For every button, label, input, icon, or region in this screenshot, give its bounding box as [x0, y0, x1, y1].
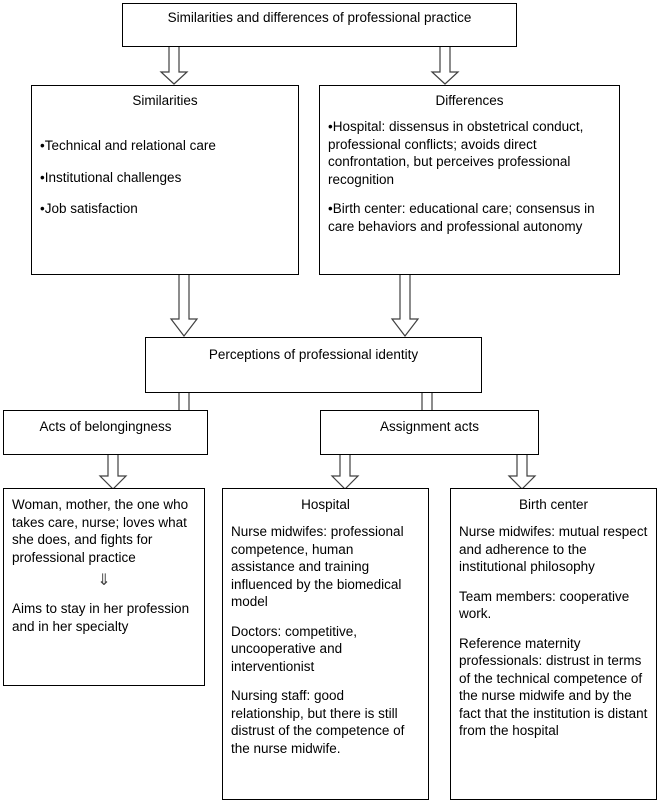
similarities-bullet-1: •Technical and relational care — [40, 138, 216, 153]
box-assignment-acts: Assignment acts — [320, 410, 539, 455]
box-birth-center-detail: Birth center Nurse midwifes: mutual resp… — [450, 488, 657, 800]
title-box-text: Similarities and differences of professi… — [167, 10, 472, 25]
box-belongingness-detail: Woman, mother, the one who takes care, n… — [3, 488, 205, 686]
hospital-paragraph-3: Nursing staff: good relationship, but th… — [231, 688, 405, 756]
box-acts-of-belongingness: Acts of belongingness — [3, 410, 208, 455]
differences-bullet-2: •Birth center: educational care; consens… — [328, 201, 595, 234]
arrow-assignment-to-birth-center — [505, 455, 539, 490]
arrow-belongingness-to-detail — [96, 455, 130, 490]
belongingness-paragraph-1: Woman, mother, the one who takes care, n… — [12, 497, 189, 565]
birth-center-paragraph-2: Team members: cooperative work. — [459, 588, 630, 622]
arrow-differences-to-perceptions — [388, 275, 422, 337]
box-title-similarities-differences: Similarities and differences of professi… — [122, 3, 517, 47]
birth-center-paragraph-1: Nurse midwifes: mutual respect and adher… — [459, 524, 648, 574]
acts-of-belongingness-title: Acts of belongingness — [39, 419, 172, 434]
box-similarities: Similarities •Technical and relational c… — [31, 85, 299, 275]
arrow-similarities-to-perceptions — [167, 275, 201, 337]
hospital-detail-body: Nurse midwifes: professional competence,… — [223, 513, 428, 757]
box-differences: Differences •Hospital: dissensus in obst… — [319, 85, 620, 275]
belongingness-paragraph-2: Aims to stay in her profession and in he… — [12, 601, 190, 634]
hospital-paragraph-2: Doctors: competitive, uncooperative and … — [231, 623, 358, 674]
belongingness-detail-body: Woman, mother, the one who takes care, n… — [4, 489, 204, 635]
perceptions-title: Perceptions of professional identity — [208, 347, 419, 362]
birth-center-paragraph-3: Reference maternity professionals: distr… — [459, 635, 648, 739]
double-down-arrow-icon: ⇓ — [97, 572, 111, 589]
similarities-bullet-2: •Institutional challenges — [40, 169, 182, 185]
assignment-acts-title: Assignment acts — [379, 419, 480, 434]
birth-center-detail-title: Birth center — [518, 497, 589, 512]
differences-bullet-1: •Hospital: dissensus in obstetrical cond… — [328, 119, 584, 187]
similarities-bullet-3: •Job satisfaction — [40, 201, 138, 216]
differences-title: Differences — [435, 93, 504, 108]
arrow-title-to-differences — [428, 47, 462, 85]
box-hospital-detail: Hospital Nurse midwifes: professional co… — [222, 488, 429, 800]
arrow-title-to-similarities — [157, 47, 191, 85]
differences-bullets: •Hospital: dissensus in obstetrical cond… — [320, 109, 619, 235]
hospital-detail-title: Hospital — [301, 497, 350, 512]
arrow-assignment-to-hospital — [328, 455, 362, 490]
hospital-paragraph-1: Nurse midwifes: professional competence,… — [231, 524, 404, 609]
similarities-title: Similarities — [132, 93, 198, 108]
birth-center-detail-body: Nurse midwifes: mutual respect and adher… — [451, 513, 656, 740]
box-perceptions: Perceptions of professional identity — [145, 337, 482, 393]
similarities-bullets: •Technical and relational care •Institut… — [32, 109, 298, 218]
